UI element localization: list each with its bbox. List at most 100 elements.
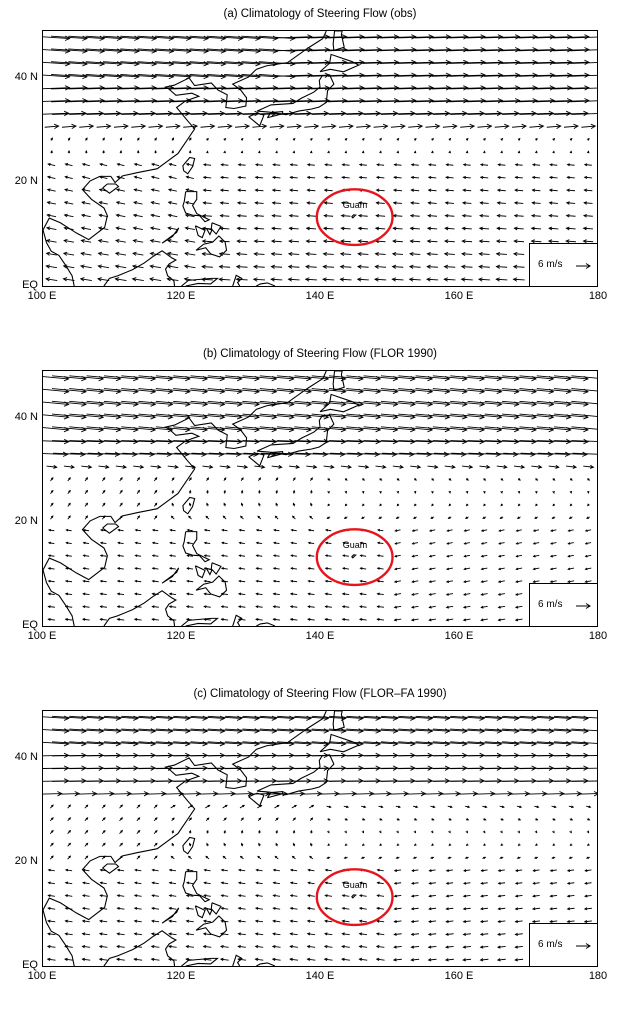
wind-vector — [118, 568, 124, 570]
wind-vector — [585, 895, 592, 897]
wind-vector — [325, 920, 332, 922]
wind-vector — [429, 959, 437, 961]
wind-vector — [258, 151, 260, 153]
wind-vector — [566, 465, 576, 468]
wind-vector — [85, 503, 87, 506]
wind-vector — [99, 239, 109, 242]
wind-vector — [411, 176, 418, 178]
wind-vector — [118, 882, 124, 884]
wind-vector — [462, 465, 472, 468]
wind-vector — [83, 920, 90, 922]
wind-vector — [168, 465, 178, 468]
wind-vector — [152, 882, 158, 884]
wind-vector — [515, 933, 522, 935]
wind-vector — [134, 176, 141, 178]
wind-vector — [116, 214, 125, 217]
wind-vector — [375, 265, 386, 268]
wind-vector — [393, 265, 404, 268]
wind-vector — [186, 945, 194, 947]
x-tick-label: 160 E — [434, 630, 484, 642]
wind-vector — [308, 907, 315, 909]
wind-vector — [533, 870, 539, 872]
wind-vector — [103, 138, 105, 140]
wind-vector — [153, 580, 159, 582]
wind-vector — [241, 478, 243, 481]
x-tick-label: 120 E — [156, 970, 206, 982]
wind-vector — [201, 124, 215, 128]
wind-vector — [497, 252, 507, 255]
wind-vector — [428, 240, 438, 243]
wind-vector — [189, 491, 191, 494]
wind-vector — [500, 806, 504, 808]
wind-vector — [239, 895, 246, 897]
wind-vector — [362, 857, 365, 859]
wind-vector — [221, 202, 229, 205]
wind-vector — [293, 818, 295, 821]
wind-vector — [326, 568, 332, 570]
wind-vector — [222, 593, 228, 595]
wind-vector — [326, 542, 331, 544]
wind-vector — [133, 239, 143, 242]
wind-vector — [255, 958, 263, 960]
wind-vector — [256, 164, 263, 166]
wind-vector — [120, 818, 123, 821]
wind-vector — [501, 139, 503, 141]
wind-vector — [498, 946, 506, 948]
wind-vector — [516, 882, 522, 884]
wind-vector — [358, 465, 368, 468]
wind-vector — [427, 265, 438, 268]
wind-vector — [81, 265, 92, 268]
wind-vector — [397, 151, 399, 153]
wind-vector — [326, 869, 332, 871]
wind-vector — [238, 202, 246, 205]
wind-vector — [411, 227, 420, 230]
wind-vector — [412, 542, 417, 544]
wind-vector — [429, 946, 437, 948]
wind-vector — [467, 504, 469, 506]
wind-vector — [204, 882, 210, 884]
wind-vector — [375, 252, 385, 255]
wind-vector — [291, 882, 297, 884]
wind-vector — [308, 164, 315, 166]
wind-vector — [514, 278, 525, 281]
wind-vector — [514, 265, 525, 268]
wind-vector — [100, 933, 107, 935]
wind-vector — [293, 491, 295, 494]
wind-vector — [480, 202, 488, 205]
wind-vector — [133, 278, 144, 281]
wind-vector — [152, 176, 159, 178]
wind-vector — [290, 189, 298, 192]
wind-vector — [222, 529, 227, 531]
wind-vector — [432, 478, 434, 480]
wind-vector — [239, 568, 245, 570]
wind-vector — [395, 606, 401, 608]
wind-vector — [515, 189, 523, 192]
wind-vector — [168, 214, 177, 217]
wind-vector — [153, 555, 159, 557]
wind-vector — [309, 555, 315, 557]
wind-vector — [497, 227, 506, 230]
wind-vector — [429, 920, 436, 922]
guam-label: Guam — [343, 880, 368, 890]
wind-vector — [379, 151, 381, 153]
wind-vector — [152, 606, 158, 608]
wind-vector — [170, 529, 175, 531]
wind-vector — [532, 227, 541, 230]
wind-vector — [271, 265, 282, 268]
wind-vector — [68, 831, 71, 834]
wind-vector — [379, 491, 381, 493]
wind-vector — [324, 202, 332, 205]
wind-vector — [498, 189, 506, 192]
wind-vector — [47, 239, 57, 242]
wind-vector — [445, 227, 454, 230]
wind-vector — [431, 139, 433, 141]
wind-vector — [100, 882, 106, 884]
wind-vector — [394, 189, 402, 192]
panel-obs: (a) Climatology of Steering Flow (obs) G… — [0, 0, 620, 330]
map-frame: Guam 6 m/s — [42, 370, 598, 627]
wind-vector — [222, 869, 228, 871]
wind-vector — [515, 202, 523, 205]
wind-vector — [466, 139, 468, 141]
wind-vector — [483, 831, 485, 833]
wind-vector — [564, 124, 578, 128]
